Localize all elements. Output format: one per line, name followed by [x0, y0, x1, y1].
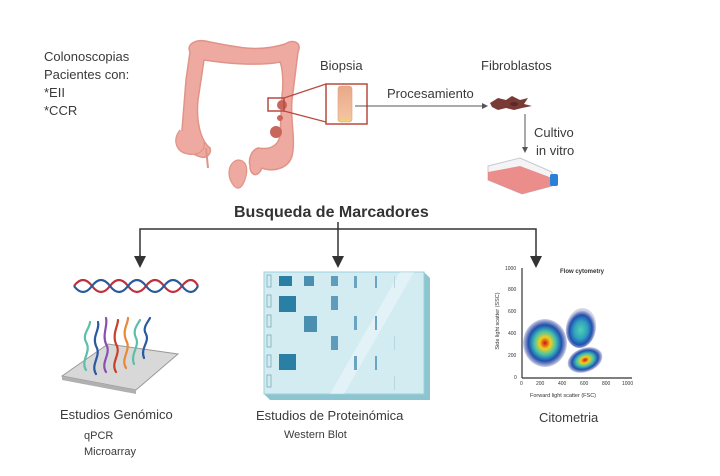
population-1: [523, 319, 567, 367]
proteomic-method: Western Blot: [284, 429, 347, 441]
dna-helix-icon: [73, 278, 199, 294]
proteomic-title: Estudios de Proteinómica: [256, 408, 404, 423]
genomic-title: Estudios Genómico: [60, 407, 173, 422]
search-title: Busqueda de Marcadores: [234, 204, 429, 221]
y-tick: 1000: [505, 266, 517, 272]
culture-flask-icon: [487, 157, 558, 195]
intro-line: Pacientes con:: [44, 67, 130, 82]
x-tick: 600: [580, 381, 589, 387]
intro-line: Colonoscopias: [44, 49, 130, 64]
processing-label: Procesamiento: [387, 86, 474, 101]
x-tick: 400: [558, 381, 567, 387]
y-tick: 600: [508, 309, 517, 315]
y-tick: 200: [508, 353, 517, 359]
colon-illustration: [175, 40, 327, 189]
x-tick: 0: [520, 381, 523, 387]
method-item: qPCR: [84, 430, 114, 442]
plot-ylabel: Side light scatter (SSC): [495, 292, 501, 350]
y-tick: 800: [508, 287, 517, 293]
intro-line: *EII: [44, 85, 65, 100]
y-tick: 400: [508, 331, 517, 337]
culture-label: Cultivo in vitro: [534, 124, 574, 160]
intro-line: *CCR: [44, 103, 78, 118]
genomic-methods: qPCR Microarray: [84, 428, 136, 460]
plot-xlabel: Forward light scatter (FSC): [530, 393, 597, 399]
cytometry-title: Citometria: [539, 410, 599, 425]
population-3: [567, 347, 603, 373]
microarray-slide-icon: [60, 316, 180, 394]
biopsy-tube-icon: [325, 83, 368, 125]
biopsy-label: Biopsia: [320, 58, 363, 73]
plot-title: Flow cytometry: [560, 269, 605, 275]
y-tick: 0: [514, 375, 517, 381]
flow-cytometry-plot: [521, 268, 632, 379]
fibroblasts-label: Fibroblastos: [481, 58, 552, 73]
method-item: Microarray: [84, 446, 136, 458]
x-tick: 1000: [622, 381, 634, 387]
culture-label-line: Cultivo: [534, 125, 574, 140]
biopsy-site-marker: [267, 97, 285, 112]
culture-label-line: in vitro: [536, 143, 575, 158]
western-blot-icon: [263, 271, 430, 400]
branch-connector: [134, 222, 542, 268]
population-2: [565, 308, 597, 348]
x-tick: 200: [536, 381, 545, 387]
intro-text: Colonoscopias Pacientes con: *EII *CCR: [44, 48, 129, 120]
x-tick: 800: [602, 381, 611, 387]
